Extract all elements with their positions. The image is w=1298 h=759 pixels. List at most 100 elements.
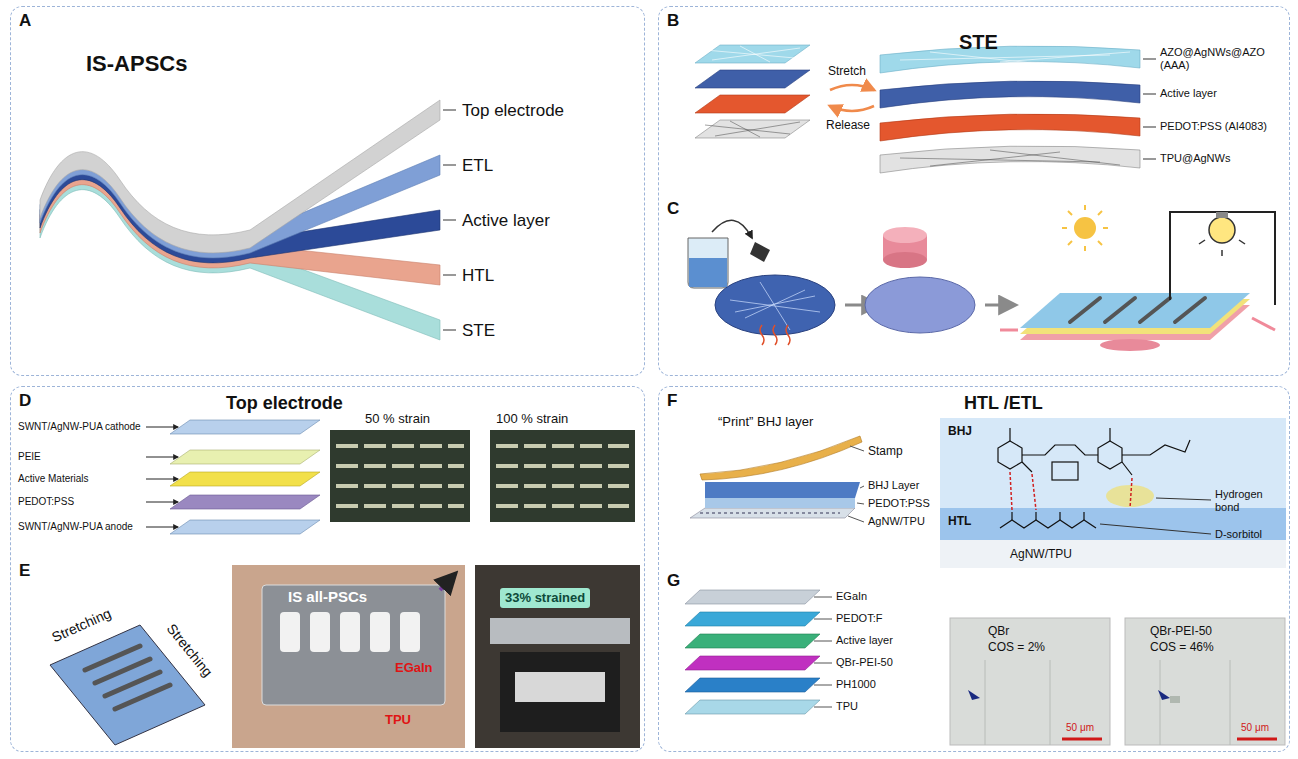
photo: [330, 430, 635, 522]
leader-line: [814, 707, 832, 708]
strain-label: 100 % strain: [496, 411, 568, 427]
region-label: HTL: [948, 514, 971, 528]
cycle-arrow: [830, 85, 874, 111]
photo: [280, 612, 300, 652]
panel-letter: G: [667, 571, 680, 591]
layer-stack: [705, 125, 790, 134]
chemistry-panel: [1032, 474, 1036, 510]
layer-stack: [695, 45, 1140, 173]
layer-label: PEIE: [18, 451, 41, 463]
layer-stack: [715, 122, 800, 136]
photo: [330, 430, 470, 522]
leader-line: [814, 597, 832, 707]
process-label: “Print” BHJ layer: [718, 414, 813, 430]
process-illustration: [700, 513, 840, 514]
process-illustration: [1070, 298, 1205, 322]
panel-title: STE: [959, 31, 998, 54]
process-illustration: [688, 205, 1275, 351]
layer-label: ETL: [462, 156, 493, 176]
device-illustration: [85, 646, 170, 709]
layer-stack: [170, 495, 320, 509]
process-illustration: [688, 238, 728, 288]
photo: [336, 484, 464, 488]
layer-stack: [685, 590, 820, 714]
strain-label: 50 % strain: [365, 411, 430, 427]
process-illustration: [1105, 298, 1135, 322]
leader-line: [443, 219, 456, 220]
micrograph: [1237, 738, 1277, 741]
layer-label: TPU: [836, 700, 858, 713]
panel-title: IS-APSCs: [86, 51, 187, 76]
micrograph: [1170, 696, 1180, 703]
process-illustration: [1062, 227, 1067, 229]
panel-letter: C: [667, 199, 679, 219]
process-illustration: [1170, 212, 1275, 305]
micrograph-label: QBr: [988, 624, 1009, 638]
leader-arrow: [146, 427, 178, 527]
process-illustration: [1199, 240, 1205, 244]
layer-label: PH1000: [836, 678, 876, 691]
process-illustration: [1199, 240, 1245, 256]
process-illustration: [750, 242, 770, 262]
panel-letter: B: [667, 11, 679, 31]
micrograph: [968, 690, 980, 700]
leader-arrow: [146, 502, 178, 503]
layer-stack: [685, 700, 820, 714]
layer-stack: [685, 590, 820, 604]
micrograph: [1158, 690, 1170, 700]
chemistry-panel: [1052, 462, 1078, 480]
process-illustration: [705, 498, 855, 508]
photo: [232, 565, 640, 748]
leader-arrow: [146, 427, 178, 428]
micrograph: [950, 618, 1110, 745]
layer-label: AgNW/TPU: [1010, 547, 1072, 561]
strain-badge: 33% strained: [500, 588, 590, 608]
process-illustration: [1175, 298, 1205, 322]
process-illustration: [690, 436, 862, 518]
process-illustration: [1098, 211, 1102, 215]
layer-label: STE: [462, 321, 495, 341]
process-illustration: [705, 482, 860, 498]
leader-line: [848, 516, 864, 522]
leader-line: [1143, 59, 1156, 159]
leader-line: [814, 685, 832, 686]
panel-letter: F: [667, 391, 677, 411]
layer-stack: [730, 121, 760, 137]
leader-line: [857, 503, 864, 504]
layer-stack: [880, 114, 1140, 141]
release-label: Release: [826, 118, 870, 132]
chemistry-panel: [940, 540, 1286, 568]
layer-stack: [900, 150, 1120, 166]
process-illustration: [883, 227, 927, 243]
chemistry-panel: [1022, 445, 1098, 455]
process-illustration: [1098, 241, 1102, 245]
photo-label: TPU: [385, 712, 411, 728]
layer-label: Active layer: [462, 211, 550, 231]
process-illustration: [700, 436, 862, 480]
photo: [280, 612, 420, 652]
chemistry-panel: [1010, 428, 1132, 475]
layer-stack: [170, 450, 320, 464]
micrograph: [1062, 738, 1102, 741]
device-illustration: [115, 685, 170, 709]
leader-line: [1143, 158, 1156, 159]
process-illustration: [1084, 246, 1086, 251]
leader-arrow: [146, 457, 178, 458]
layer-label: AgNW/TPU: [868, 515, 925, 528]
cycle-arrow: [830, 106, 874, 111]
panel-title: Top electrode: [226, 393, 343, 414]
process-illustration: [1068, 211, 1072, 215]
layer-stack: [170, 472, 320, 486]
layer-stack: [740, 46, 770, 62]
stretch-label: Stretching: [49, 605, 113, 646]
process-illustration: [690, 508, 855, 518]
layer-stack: [712, 48, 800, 60]
layer-label: AZO@AgNWs@AZO (AAA): [1160, 46, 1275, 72]
photo: [490, 430, 635, 522]
scale-bar-label: 50 μm: [1066, 722, 1094, 734]
figure-panel: AIS-APSCs: [10, 6, 645, 376]
photo: [336, 444, 464, 448]
micrograph: [1125, 618, 1285, 745]
layer-label: Top electrode: [462, 101, 564, 121]
process-label: Stamp: [868, 444, 903, 458]
